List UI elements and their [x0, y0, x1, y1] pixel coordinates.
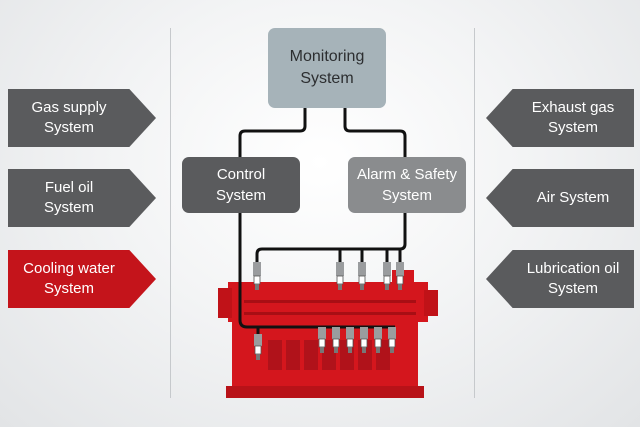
cooling-water-system-label: Cooling water System	[23, 260, 115, 297]
lubrication-oil-system-arrow: Lubrication oil System	[486, 250, 634, 308]
exhaust-gas-system-label: Exhaust gas System	[531, 99, 615, 136]
engine-block-icon	[218, 270, 438, 398]
sensor-icon	[254, 334, 262, 360]
signal-wires	[238, 108, 407, 334]
sensor-icon	[358, 262, 366, 290]
lower-sensors	[254, 327, 396, 360]
alarm-safety-system-label: Alarm & Safety System	[356, 166, 458, 204]
air-system-label: Air System	[536, 189, 610, 206]
sensor-icon	[332, 327, 340, 353]
control-system-label: Control System	[215, 166, 266, 204]
lubrication-oil-system-label: Lubrication oil System	[526, 260, 620, 297]
sensor-icon	[336, 262, 344, 290]
sensor-icon	[388, 327, 396, 353]
sensor-icon	[318, 327, 326, 353]
sensor-icon	[346, 327, 354, 353]
control-system-box: Control System	[182, 157, 300, 213]
gas-supply-system-label: Gas supply System	[31, 99, 107, 136]
sensor-icon	[360, 327, 368, 353]
exhaust-gas-system-arrow: Exhaust gas System	[486, 89, 634, 147]
sensor-icon	[396, 262, 404, 290]
air-system-arrow: Air System	[486, 169, 634, 227]
fuel-oil-system-label: Fuel oil System	[43, 179, 94, 216]
alarm-safety-system-box: Alarm & Safety System	[348, 157, 466, 213]
right-divider	[474, 28, 475, 398]
sensor-icon	[383, 262, 391, 290]
fuel-oil-system-arrow: Fuel oil System	[8, 169, 156, 227]
sensor-icon	[253, 262, 261, 290]
left-divider	[170, 28, 171, 398]
monitoring-system-box: Monitoring System	[268, 28, 386, 108]
sensor-icon	[374, 327, 382, 353]
top-sensors	[253, 262, 404, 290]
monitoring-system-label: Monitoring System	[289, 48, 365, 87]
cooling-water-system-arrow: Cooling water System	[8, 250, 156, 308]
gas-supply-system-arrow: Gas supply System	[8, 89, 156, 147]
